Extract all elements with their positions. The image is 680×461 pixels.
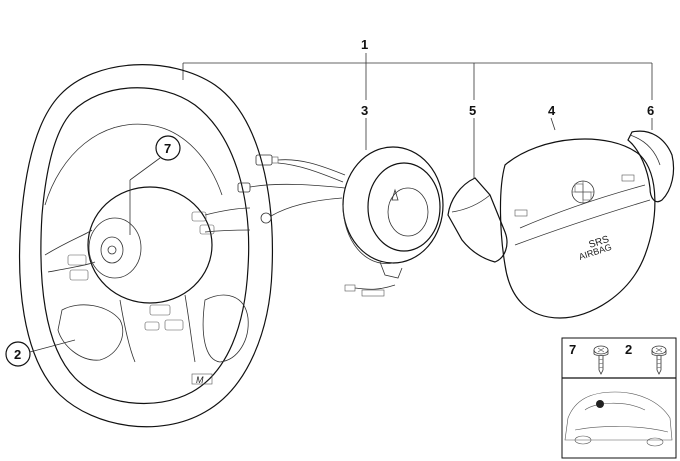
car-location-icon xyxy=(564,391,673,447)
callout-2-marker xyxy=(5,339,76,367)
callout-1: 1 xyxy=(361,37,368,52)
m-emblem-label: M xyxy=(196,375,204,385)
callout-6: 6 xyxy=(647,103,654,118)
screw-icon xyxy=(593,345,609,375)
callout-1-bracket xyxy=(182,53,653,100)
wiring-harness xyxy=(237,154,346,224)
callout-2: 2 xyxy=(14,347,21,362)
inset-screw-7-number: 7 xyxy=(569,342,576,357)
steering-wheel: M xyxy=(19,64,273,428)
callout-4-leader xyxy=(550,117,556,131)
inset-screw-2-number: 2 xyxy=(625,342,632,357)
callout-3: 3 xyxy=(361,103,368,118)
right-cover xyxy=(627,130,675,203)
callout-4: 4 xyxy=(548,103,556,118)
callout-7-marker xyxy=(129,135,181,235)
airbag-module: SRS AIRBAG xyxy=(499,138,656,319)
callout-5: 5 xyxy=(469,103,476,118)
callout-7: 7 xyxy=(164,141,171,156)
left-cover xyxy=(447,177,508,263)
screw-icon xyxy=(651,345,667,375)
slip-ring xyxy=(342,146,444,297)
